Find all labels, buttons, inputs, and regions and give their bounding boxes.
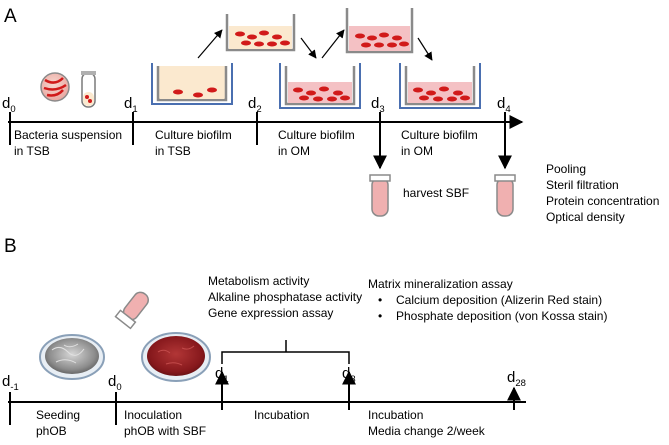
stage-a-2: Culture biofilm in OM (278, 128, 355, 158)
stage-a-1-line1: Culture biofilm (155, 128, 232, 142)
panel-b-letter: B (4, 236, 17, 257)
stage-a-3-line1: Culture biofilm (401, 128, 478, 142)
stage-a-3-line2: in OM (401, 144, 433, 158)
stage-b-1-line1: Inoculation (124, 408, 182, 422)
stage-a-0-line2: in TSB (14, 144, 50, 158)
day-label-b-2: d1 (215, 365, 229, 385)
harvest-label: harvest SBF (403, 186, 469, 200)
transfer-arrow-1 (197, 29, 223, 59)
stage-a-2-line1: Culture biofilm (278, 128, 355, 142)
day-label-a-1: d1 (124, 95, 138, 115)
stage-a-1-line2: in TSB (155, 144, 191, 158)
transfer-arrow-2 (300, 37, 317, 59)
stage-b-2: Incubation (254, 408, 309, 422)
stage-a-3: Culture biofilm in OM (401, 128, 478, 158)
day-label-a-0: d0 (2, 95, 16, 115)
stage-b-0-line1: Seeding (36, 408, 80, 422)
mineralization-item: Phosphate deposition (von Kossa stain) (396, 309, 607, 323)
stage-a-0: Bacteria suspension in TSB (14, 128, 122, 158)
sbf-tube-icon-1 (369, 174, 391, 217)
assay-list: Metabolism activity Alkaline phosphatase… (208, 274, 362, 320)
well-tsb-icon (151, 63, 233, 105)
panel-a-letter: A (4, 6, 17, 27)
transfer-arrow-3 (321, 29, 345, 59)
seeded-dish-icon (39, 334, 105, 380)
transfer-arrow-4 (417, 37, 433, 61)
processing-item: Protein concentration (546, 194, 659, 208)
day-label-b-1: d0 (108, 373, 122, 393)
day-label-a-3: d3 (371, 95, 385, 115)
bacteria-plate-icon (40, 72, 70, 102)
stage-a-2-line2: in OM (278, 144, 310, 158)
mineralization-list: Matrix mineralization assay • Calcium de… (368, 277, 607, 323)
day-label-a-4: d4 (497, 95, 511, 115)
assay-item: Alkaline phosphatase activity (208, 290, 362, 304)
bullet-icon: • (378, 309, 382, 323)
culture-tube-icon (81, 71, 96, 108)
assay-item: Metabolism activity (208, 274, 309, 288)
inoculated-dish-icon (141, 332, 211, 382)
insert-om-icon (345, 8, 414, 54)
day-label-b-4: d28 (507, 369, 526, 389)
bullet-icon: • (378, 293, 382, 307)
day-label-b-3: d3 (342, 365, 356, 385)
mineralization-item: Calcium deposition (Alizerin Red stain) (396, 293, 602, 307)
sbf-tube-icon-2 (494, 174, 516, 217)
processing-item: Optical density (546, 210, 625, 224)
stage-b-0-line2: phOB (36, 424, 67, 438)
processing-list: Pooling Steril filtration Protein concen… (546, 162, 659, 224)
assay-item: Gene expression assay (208, 306, 333, 320)
sbf-pour-tube-icon (114, 291, 149, 330)
assay-bracket (221, 340, 350, 364)
processing-item: Steril filtration (546, 178, 619, 192)
processing-item: Pooling (546, 162, 586, 176)
stage-b-2-line1: Incubation (254, 408, 309, 422)
stage-a-1: Culture biofilm in TSB (155, 128, 232, 158)
well-om-icon-1 (279, 63, 361, 109)
day-label-b-0: d-1 (2, 373, 19, 393)
stage-b-1-line2: phOB with SBF (124, 424, 206, 438)
stage-b-3-line1: Incubation (368, 408, 423, 422)
stage-b-0: Seeding phOB (36, 408, 80, 438)
stage-b-3-line2: Media change 2/week (368, 424, 486, 438)
stage-b-1: Inoculation phOB with SBF (124, 408, 206, 438)
well-om-icon-2 (399, 63, 481, 109)
stage-b-3: Incubation Media change 2/week (368, 408, 486, 438)
mineralization-title: Matrix mineralization assay (368, 277, 513, 291)
day-label-a-2: d2 (248, 95, 262, 115)
insert-tsb-icon (225, 14, 296, 52)
stage-a-0-line1: Bacteria suspension (14, 128, 122, 142)
